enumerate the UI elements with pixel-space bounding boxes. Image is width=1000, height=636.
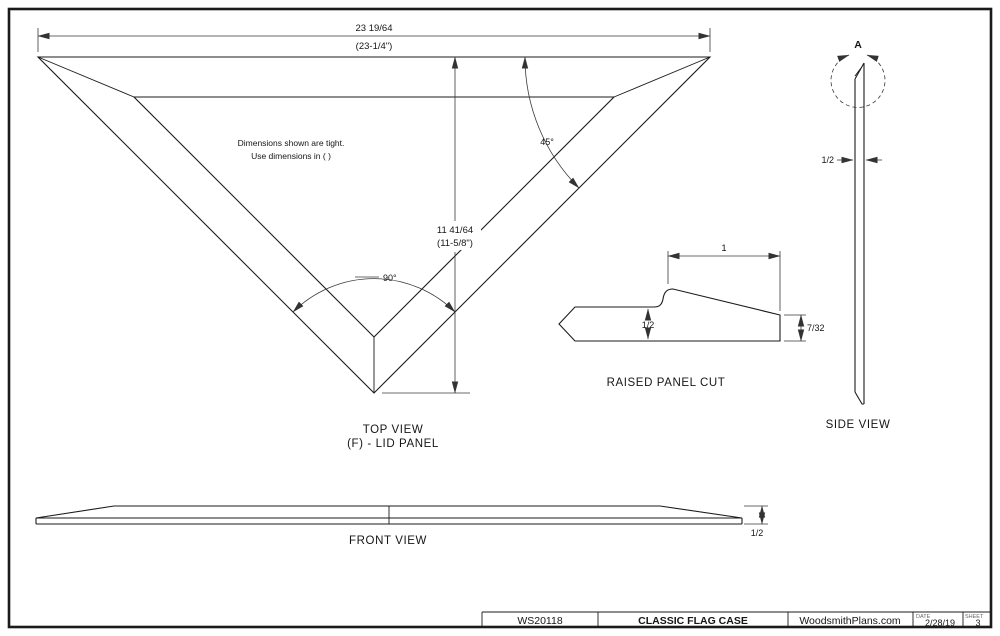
date-value: 2/28/19 [925,618,955,628]
detail-label: A [854,39,862,51]
lid-corner-miter-lines [37,56,711,393]
part-number: WS20118 [517,615,562,627]
panel-cut-width-dimension: 1 [667,243,781,311]
panel-thickness-text: 1/2 [642,320,655,330]
top-view-height-dimension: 11 41/64 (11-5/8") [382,56,481,394]
top-view: 23 19/64 (23-1/4") 11 41/64 (11-5/8") 45… [36,23,712,450]
website: WoodsmithPlans.com [799,615,901,627]
height-dim-text: 11 41/64 [437,225,473,236]
project-title: CLASSIC FLAG CASE [638,615,748,627]
sheet-label: SHEET [965,614,984,620]
panel-edge-dimension: 7/32 [784,314,825,342]
side-profile-bevel-detail [854,67,862,77]
lid-inner-triangle [132,96,616,338]
apex-angle-annotation: 90° [292,273,456,313]
height-dim-alt-text: (11-5/8") [437,238,473,249]
corner-angle-text: 45° [540,137,554,147]
detail-circle [830,54,886,108]
sheet-number: 3 [975,618,980,628]
front-view: 1/2 FRONT VIEW [35,505,768,547]
note-line-1: Dimensions shown are tight. [238,138,345,148]
title-block-grid [481,611,991,627]
corner-angle-annotation: 45° [521,56,580,189]
front-thickness-text: 1/2 [751,528,764,538]
top-view-width-dimension: 23 19/64 (23-1/4") [37,23,711,52]
front-thickness-dimension: 1/2 [744,505,768,538]
top-view-subtitle: (F) - LID PANEL [347,438,439,450]
side-view: A 1/2 SIDE VIEW [821,39,891,431]
lid-outer-triangle [36,56,712,394]
apex-angle-text: 90° [383,273,397,283]
panel-cut-width-text: 1 [721,243,726,254]
detail-callout: A [830,39,886,108]
front-view-title: FRONT VIEW [349,535,427,547]
side-thickness-dimension: 1/2 [821,155,882,165]
side-view-title: SIDE VIEW [826,419,891,431]
panel-thickness-dimension: 1/2 [642,308,655,340]
sheet-border [7,7,993,629]
width-dim-text: 23 19/64 [356,23,393,34]
raised-panel-cut-view: 1 1/2 7/32 RAISED PANEL CUT [558,243,825,389]
date-label: DATE [916,614,931,620]
raised-panel-profile [558,288,781,342]
top-view-title: TOP VIEW [363,424,424,436]
raised-panel-title: RAISED PANEL CUT [607,377,726,389]
side-thickness-text: 1/2 [821,155,834,165]
title-block: WS20118 CLASSIC FLAG CASE WoodsmithPlans… [481,611,991,628]
dimension-note: Dimensions shown are tight. Use dimensio… [238,138,345,161]
note-line-2: Use dimensions in ( ) [251,151,331,161]
width-dim-alt-text: (23-1/4") [356,41,393,52]
panel-edge-text: 7/32 [807,323,825,333]
front-profile-silhouette [35,505,743,519]
side-profile [854,62,865,405]
